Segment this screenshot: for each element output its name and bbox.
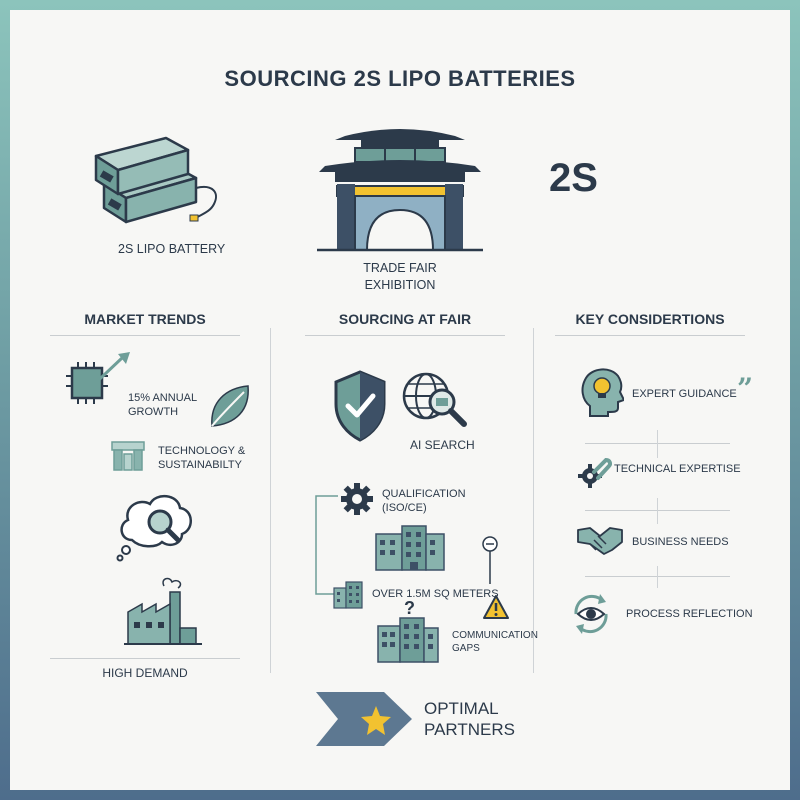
technology-label-line2: SUSTAINABILTY bbox=[158, 458, 242, 471]
qualification-label-line2: (ISO/CE) bbox=[382, 501, 427, 514]
sourcing-title: SOURCING AT FAIR bbox=[338, 311, 472, 327]
factory-icon bbox=[124, 577, 202, 645]
trade-fair-label: TRADE FAIR EXHIBITION bbox=[360, 260, 440, 294]
optimal-partners-label: OPTIMAL PARTNERS bbox=[424, 698, 515, 741]
key-item-technical: TECHNICAL EXPERTISE bbox=[614, 463, 741, 475]
building-icon bbox=[375, 525, 445, 571]
infographic-panel: SOURCING 2S LIPO BATTERIES 2S LIPO BATTE… bbox=[10, 10, 790, 790]
key-connector-2 bbox=[657, 498, 658, 524]
trade-fair-gate-icon bbox=[317, 129, 483, 252]
ai-search-label: AI SEARCH bbox=[410, 438, 475, 452]
key-item-reflection: PROCESS REFLECTION bbox=[626, 608, 753, 620]
market-trends-rule bbox=[50, 335, 240, 336]
qualification-label-line1: QUALIFICATION bbox=[382, 488, 466, 500]
gear-icon bbox=[341, 483, 373, 515]
key-item-expert: EXPERT GUIDANCE bbox=[632, 388, 737, 400]
handshake-icon bbox=[577, 527, 623, 555]
leaf-icon bbox=[211, 385, 249, 427]
sourcing-rule bbox=[305, 335, 505, 336]
area-label: OVER 1.5M SQ METERS bbox=[372, 588, 499, 600]
growth-label-line2: GROWTH bbox=[128, 405, 179, 418]
key-considerations-title: KEY CONSIDERTIONS bbox=[575, 311, 725, 327]
communication-gaps-label: COMMUNICATION GAPS bbox=[452, 630, 538, 655]
trade-fair-label-line2: EXHIBITION bbox=[364, 277, 436, 292]
communication-gaps-line1: COMMUNICATION bbox=[452, 630, 538, 641]
market-bottom-rule bbox=[50, 658, 240, 659]
key-connector-3 bbox=[657, 566, 658, 588]
optimal-partners-line1: OPTIMAL bbox=[424, 699, 499, 718]
question-mark-icon: ? bbox=[404, 598, 415, 618]
globe-search-icon bbox=[402, 372, 467, 427]
growth-label-line1: 15% ANNUAL bbox=[128, 392, 198, 404]
shield-check-icon bbox=[334, 370, 386, 442]
eye-cycle-icon bbox=[574, 594, 608, 634]
optimal-partners-line2: PARTNERS bbox=[424, 720, 516, 740]
building-icon-2 bbox=[377, 617, 439, 663]
high-demand-label: HIGH DEMAND bbox=[102, 666, 188, 680]
technology-label-line1: TECHNOLOGY & bbox=[158, 445, 246, 457]
technology-label: TECHNOLOGY & SUSTAINABILTY bbox=[158, 445, 245, 473]
battery-label: 2S LIPO BATTERY bbox=[118, 242, 226, 256]
thought-search-icon bbox=[116, 495, 192, 562]
sourcing-bracket bbox=[315, 495, 338, 595]
communication-gaps-line2: GAPS bbox=[452, 642, 480, 654]
head-lightbulb-icon bbox=[581, 368, 624, 417]
minus-circle-icon bbox=[482, 536, 498, 584]
quote-icon: ” bbox=[737, 372, 754, 405]
key-connector-1 bbox=[657, 430, 658, 458]
key-item-business: BUSINESS NEEDS bbox=[632, 536, 729, 548]
wrench-gear-icon bbox=[578, 457, 612, 488]
small-building-icon bbox=[333, 581, 363, 609]
column-divider-left bbox=[270, 328, 271, 673]
battery-icon bbox=[94, 136, 217, 224]
technology-icon bbox=[111, 441, 145, 471]
market-trends-title: MARKET TRENDS bbox=[84, 311, 206, 327]
warning-icon bbox=[483, 595, 509, 619]
column-divider-right bbox=[533, 328, 534, 673]
key-considerations-rule bbox=[555, 335, 745, 336]
qualification-label: QUALIFICATION (ISO/CE) bbox=[382, 488, 466, 516]
trade-fair-label-line1: TRADE FAIR bbox=[363, 261, 437, 275]
big-2s-text: 2S bbox=[549, 156, 598, 200]
page-title: SOURCING 2S LIPO BATTERIES bbox=[224, 66, 576, 91]
chip-growth-icon bbox=[66, 352, 130, 404]
growth-label: 15% ANNUAL GROWTH bbox=[128, 392, 197, 420]
arrow-star-icon bbox=[316, 692, 412, 746]
